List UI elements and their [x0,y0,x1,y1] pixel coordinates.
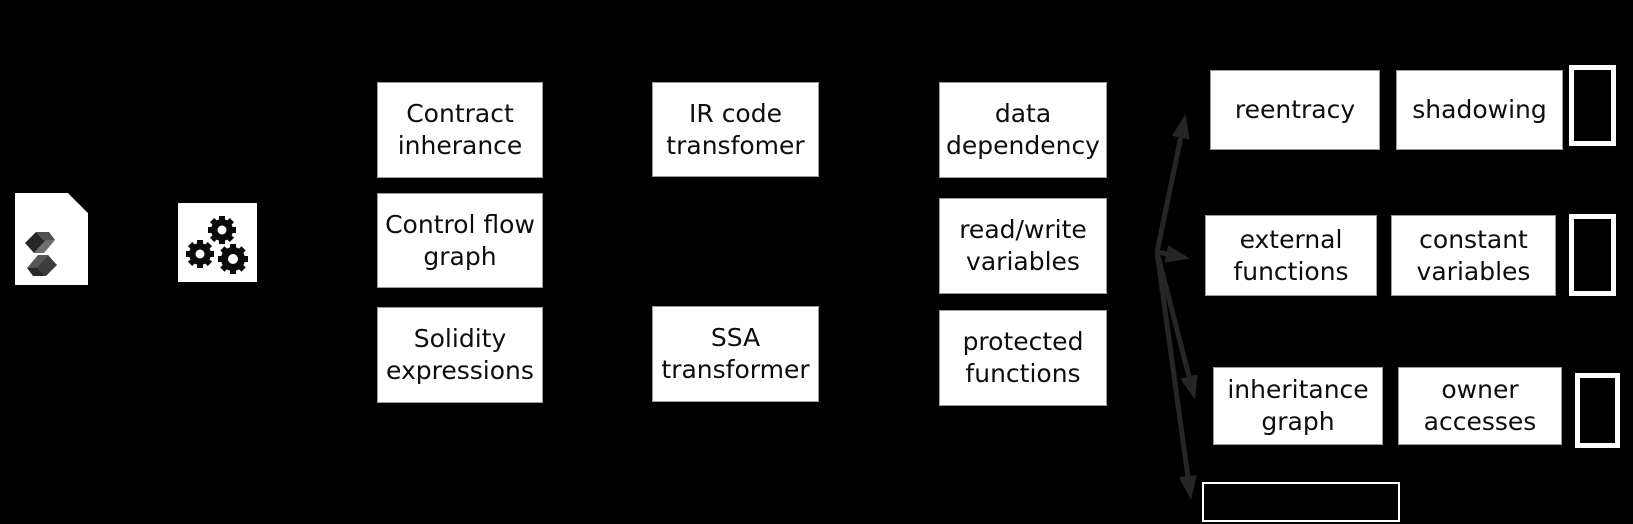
box-label: protected functions [962,327,1084,388]
box-data-dependency: data dependency [939,82,1107,178]
box-external-functions-detector: external functions [1205,215,1377,296]
missing-glyph-box-3 [1575,373,1620,448]
box-label: data dependency [946,99,1100,160]
box-label: IR code transfomer [666,98,805,160]
arrow-to-detectors-row2 [1156,245,1190,263]
box-label: external functions [1233,224,1349,286]
box-label: Contract inherance [397,99,523,160]
box-constant-variables-detector: constant variables [1391,215,1556,296]
arrow-to-detectors-row1 [1154,114,1190,253]
box-label: inheritance graph [1227,375,1369,436]
box-label: reentracy [1234,95,1356,124]
solidity-logo [25,232,57,276]
arrow-to-bottom-box [1154,251,1197,500]
box-owner-accesses-detector: owner accesses [1398,367,1562,445]
box-shadowing-detector: shadowing [1396,70,1563,150]
compiler-gears-icon [178,203,257,282]
box-inheritance-graph-detector: inheritance graph [1213,367,1383,445]
box-solidity-expressions: Solidity expressions [377,307,543,403]
box-label: Solidity expressions [386,324,534,385]
box-ssa-transformer: SSA transformer [652,306,819,402]
box-control-flow-graph: Control flow graph [377,193,543,288]
missing-glyph-box-1 [1569,65,1616,146]
box-protected-functions: protected functions [939,310,1107,406]
solidity-source-file-icon [15,193,88,285]
box-reentrancy-detector: reentracy [1210,70,1380,150]
box-label: Control flow graph [385,209,535,271]
box-label: SSA transformer [661,323,810,384]
box-contract-inheritance: Contract inherance [377,82,543,178]
box-label: owner accesses [1423,375,1537,436]
box-label: constant variables [1416,224,1531,286]
box-label: read/write variables [959,215,1087,276]
missing-glyph-box-2 [1569,214,1616,296]
arrow-to-detectors-row3 [1154,251,1198,400]
box-read-write-variables: read/write variables [939,198,1107,294]
empty-outlined-box [1202,482,1400,522]
box-label: shadowing [1412,95,1547,124]
box-ir-code-transformer: IR code transfomer [652,82,819,177]
